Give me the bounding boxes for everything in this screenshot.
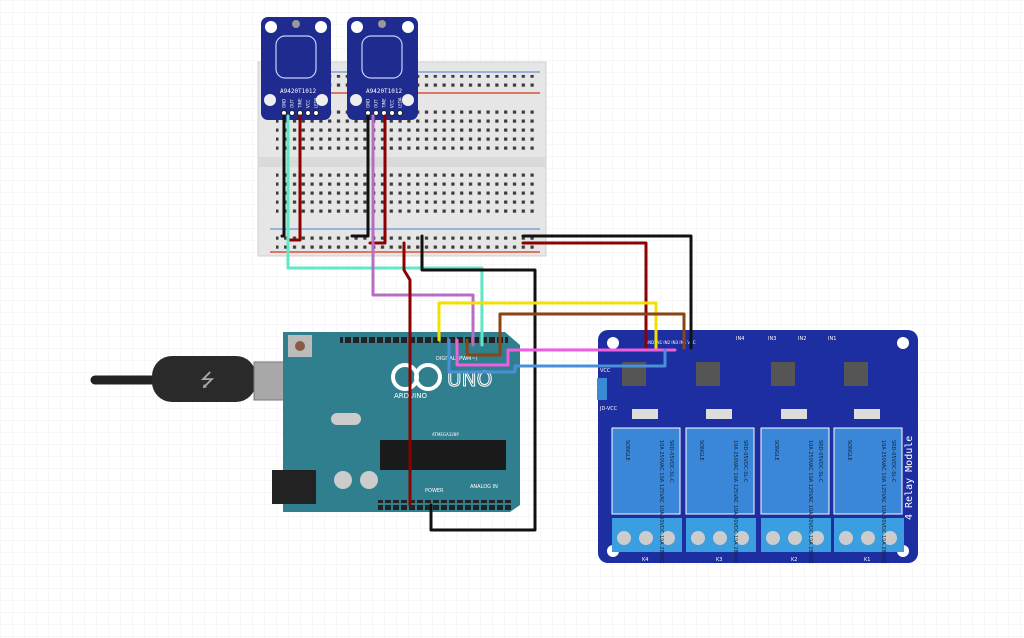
sensor-1-pin-vcc: VCC xyxy=(306,99,311,108)
relay-brand: SONGLE xyxy=(698,440,704,461)
jumper-label-jdvcc: JD-VCC xyxy=(599,406,618,412)
arduino-uno[interactable]: UNO ARDUINO DIGITAL (PWM~) POWER ANALOG … xyxy=(272,332,520,512)
sensor-1-pin-gnd: GND xyxy=(282,99,287,108)
relay-1: SRD-05VDC-SL-C 10A 250VAC 10A 125VAC 10A… xyxy=(833,362,904,564)
wire-black-sensor1-gnd xyxy=(280,114,286,238)
wires xyxy=(280,114,693,532)
terminal-label: K4 xyxy=(642,557,648,563)
jumper-label-vcc: VCC xyxy=(600,368,611,374)
wire-black-gnd xyxy=(420,234,537,532)
relay-brand: SONGLE xyxy=(624,440,630,461)
wire-red-sensor1-vcc xyxy=(287,114,302,242)
ir-sensor-1[interactable]: A9420T1012 GND OUT TIME VCC LEDA xyxy=(261,17,331,120)
input-label-2: IN2 xyxy=(798,336,806,342)
wire-blue xyxy=(447,338,667,374)
relay-rating: 10A 250VAC 10A 125VAC 10A 30VDC 10A 28VD… xyxy=(807,440,813,564)
relay-model: SRD-05VDC-SL-C xyxy=(817,440,823,483)
relay-model: SRD-05VDC-SL-C xyxy=(890,440,896,483)
power-label: POWER xyxy=(425,488,444,494)
terminal-label: K3 xyxy=(716,557,722,563)
relay-rating: 10A 250VAC 10A 125VAC 10A 30VDC 10A 28VD… xyxy=(880,440,886,564)
relay-brand: SONGLE xyxy=(773,440,779,461)
sensor-2-pin-gnd: GND xyxy=(366,99,371,108)
wire-black-sensor2-gnd xyxy=(350,114,370,238)
sensor-2-pin-time: TIME xyxy=(382,98,387,109)
sensor-1-label: A9420T1012 xyxy=(280,88,317,95)
wire-red-5v xyxy=(402,241,412,507)
relay-module[interactable]: VCC JD-VCC GND IN1 IN2 IN3 IN4 VCC IN4 I… xyxy=(597,330,918,564)
ir-sensor-2[interactable]: A9420T1012 GND OUT TIME VCC LEDA xyxy=(347,17,418,120)
relay-rating: 10A 250VAC 10A 125VAC 10A 30VDC 10A 28VD… xyxy=(732,440,738,564)
relay-model: SRD-05VDC-SL-C xyxy=(742,440,748,483)
terminal-label: K2 xyxy=(791,557,797,563)
header-pins-label: GND IN1 IN2 IN3 IN4 VCC xyxy=(645,340,696,345)
sensor-1-pin-out: OUT xyxy=(290,99,295,108)
module-title: 4 Relay Module xyxy=(904,436,915,520)
chip-label: ATMEGA328P xyxy=(432,432,459,437)
sensor-2-pin-leda: LEDA xyxy=(398,97,403,108)
input-label-4: IN4 xyxy=(736,336,744,342)
input-label-3: IN3 xyxy=(768,336,776,342)
relay-model: SRD-05VDC-SL-C xyxy=(668,440,674,483)
terminal-label: K1 xyxy=(864,557,870,563)
sensor-1-pin-leda: LEDA xyxy=(314,97,319,108)
relay-3: SRD-05VDC-SL-C 10A 250VAC 10A 125VAC 10A… xyxy=(685,362,756,564)
relay-4: SRD-05VDC-SL-C 10A 250VAC 10A 125VAC 10A… xyxy=(611,362,682,564)
wire-yellow xyxy=(437,301,658,350)
relay-rating: 10A 250VAC 10A 125VAC 10A 30VDC 10A 28VD… xyxy=(658,440,664,564)
wire-red-sensor2-vcc xyxy=(368,114,387,245)
input-label-1: IN1 xyxy=(828,336,836,342)
wire-cyan-sensor1-out xyxy=(286,114,484,347)
wire-purple-sensor2-out xyxy=(371,114,475,347)
sensor-2-label: A9420T1012 xyxy=(366,88,403,95)
analog-label: ANALOG IN xyxy=(470,484,498,490)
wire-brown xyxy=(465,312,686,357)
sensor-1-pin-time: TIME xyxy=(298,98,303,109)
wire-black-relay-gnd xyxy=(521,234,693,350)
usb-icon: ⭍ xyxy=(200,370,215,391)
wire-magenta xyxy=(455,338,677,367)
sensor-2-pin-vcc: VCC xyxy=(390,99,395,108)
relay-2: SRD-05VDC-SL-C 10A 250VAC 10A 125VAC 10A… xyxy=(760,362,831,564)
relay-brand: SONGLE xyxy=(846,440,852,461)
sensor-2-pin-out: OUT xyxy=(374,99,379,108)
